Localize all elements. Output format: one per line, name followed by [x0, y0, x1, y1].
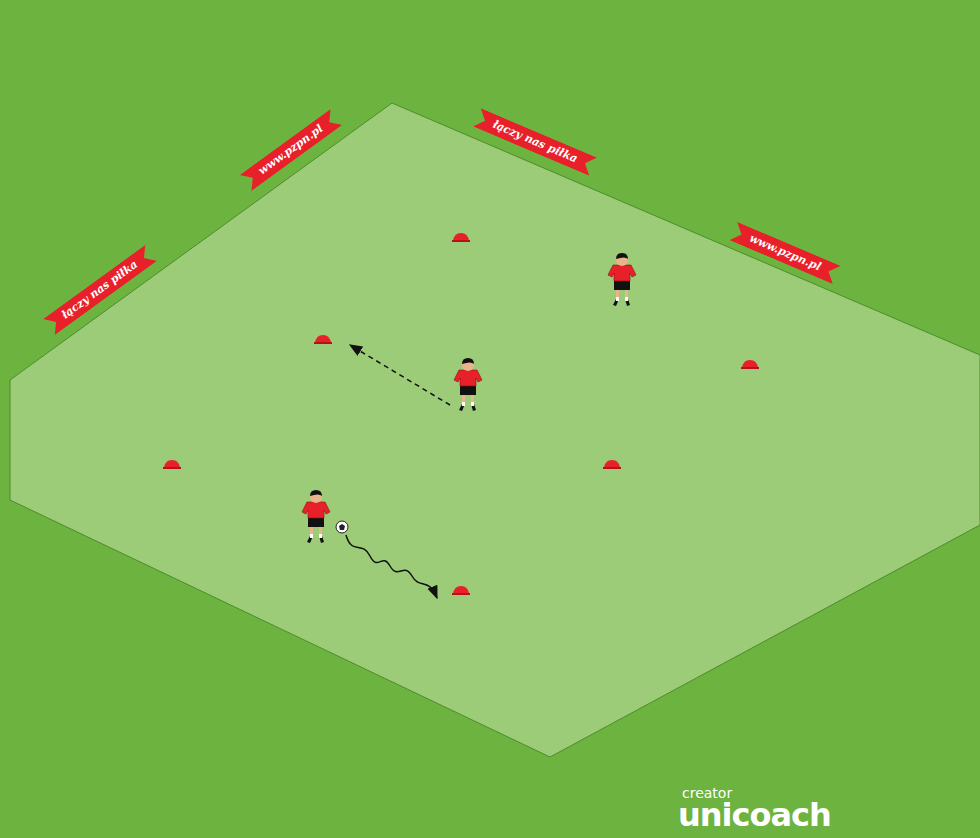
watermark: unicoach: [678, 799, 831, 831]
dribble-arrow: [346, 535, 437, 598]
ball: [336, 521, 348, 533]
players: [302, 253, 636, 543]
cones: [163, 233, 759, 595]
run-arrow: [350, 345, 450, 405]
watermark: creator: [682, 786, 732, 800]
